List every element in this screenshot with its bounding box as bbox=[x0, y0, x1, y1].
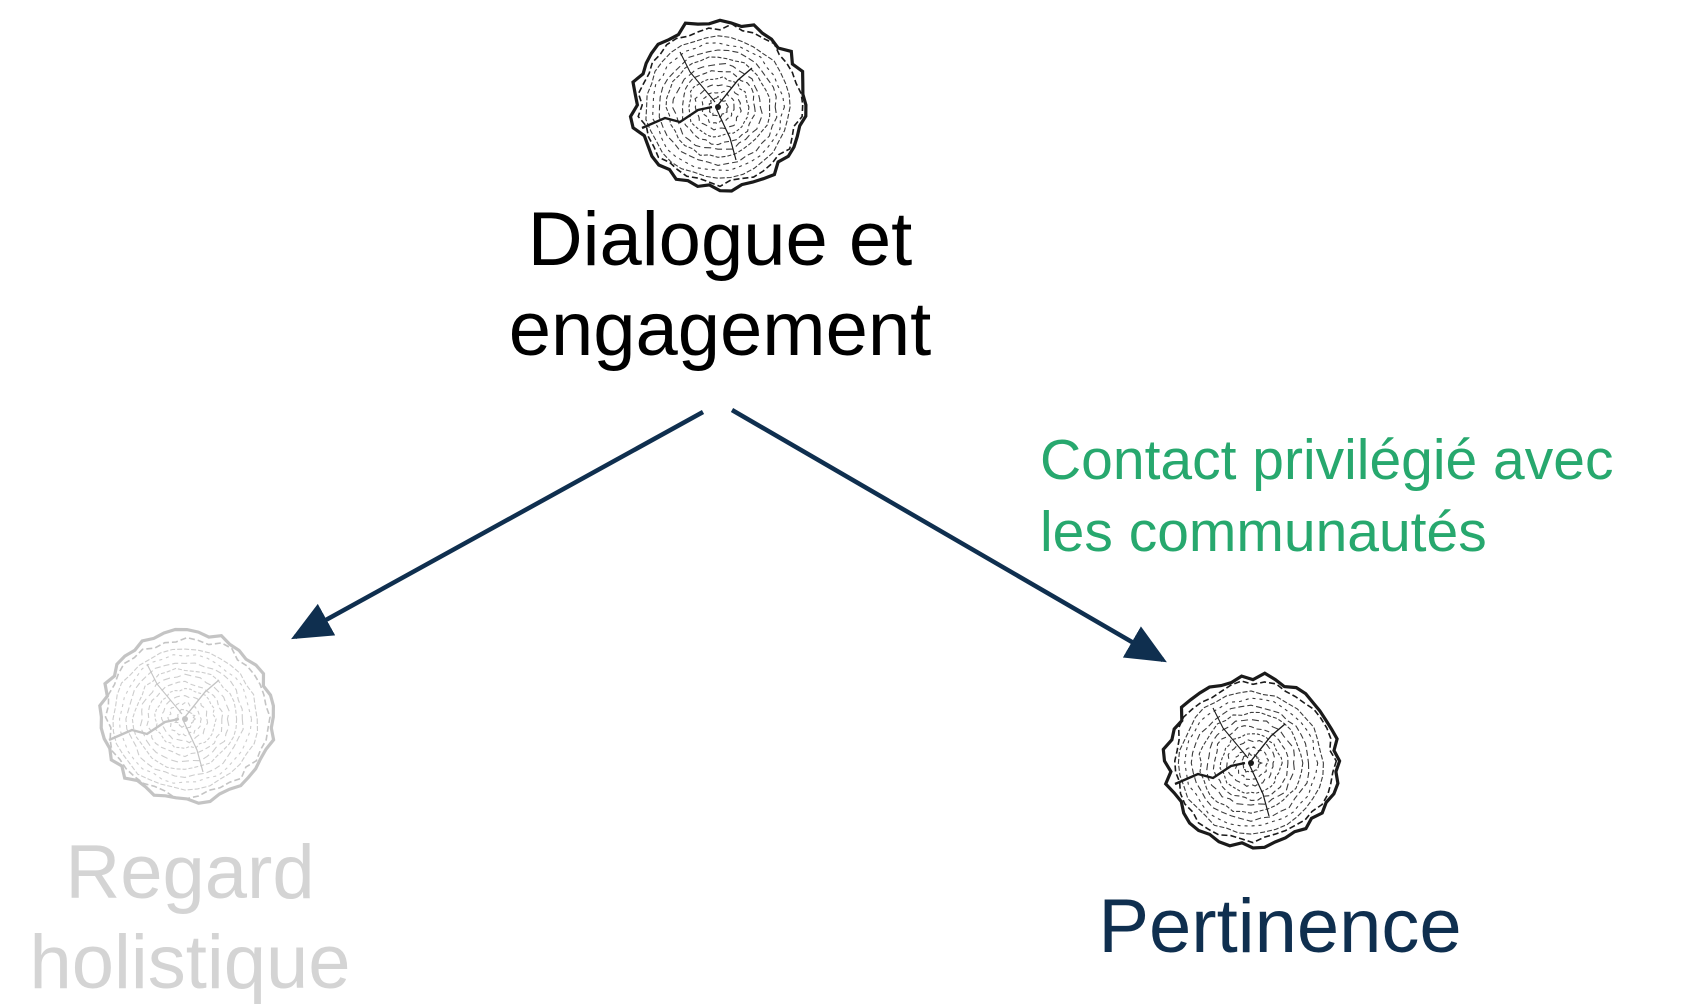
arrow-to-pertinence bbox=[730, 408, 1167, 663]
node-label-line: Regard bbox=[65, 830, 315, 915]
node-label-regard-holistique: Regard holistique bbox=[0, 828, 380, 1007]
node-label-line: Dialogue et bbox=[527, 197, 913, 282]
node-label-line: engagement bbox=[508, 286, 932, 372]
node-label-dialogue-engagement: Dialogue et engagement bbox=[480, 195, 960, 374]
node-label-line: Pertinence bbox=[1098, 884, 1462, 969]
tree-stump-icon bbox=[98, 627, 276, 805]
tree-stump-icon bbox=[628, 18, 808, 193]
tree-stump-icon bbox=[1161, 671, 1342, 850]
edge-label-line: les communautés bbox=[1040, 499, 1487, 564]
arrow-to-regard-holistique bbox=[291, 410, 705, 640]
edge-label-line: Contact privilégié avec bbox=[1040, 428, 1614, 492]
stump-bark bbox=[98, 627, 276, 805]
node-label-line: holistique bbox=[29, 919, 351, 1005]
node-label-pertinence: Pertinence bbox=[1040, 882, 1520, 972]
edge-label-contact-communautes: Contact privilégié avec les communautés bbox=[1040, 425, 1613, 569]
